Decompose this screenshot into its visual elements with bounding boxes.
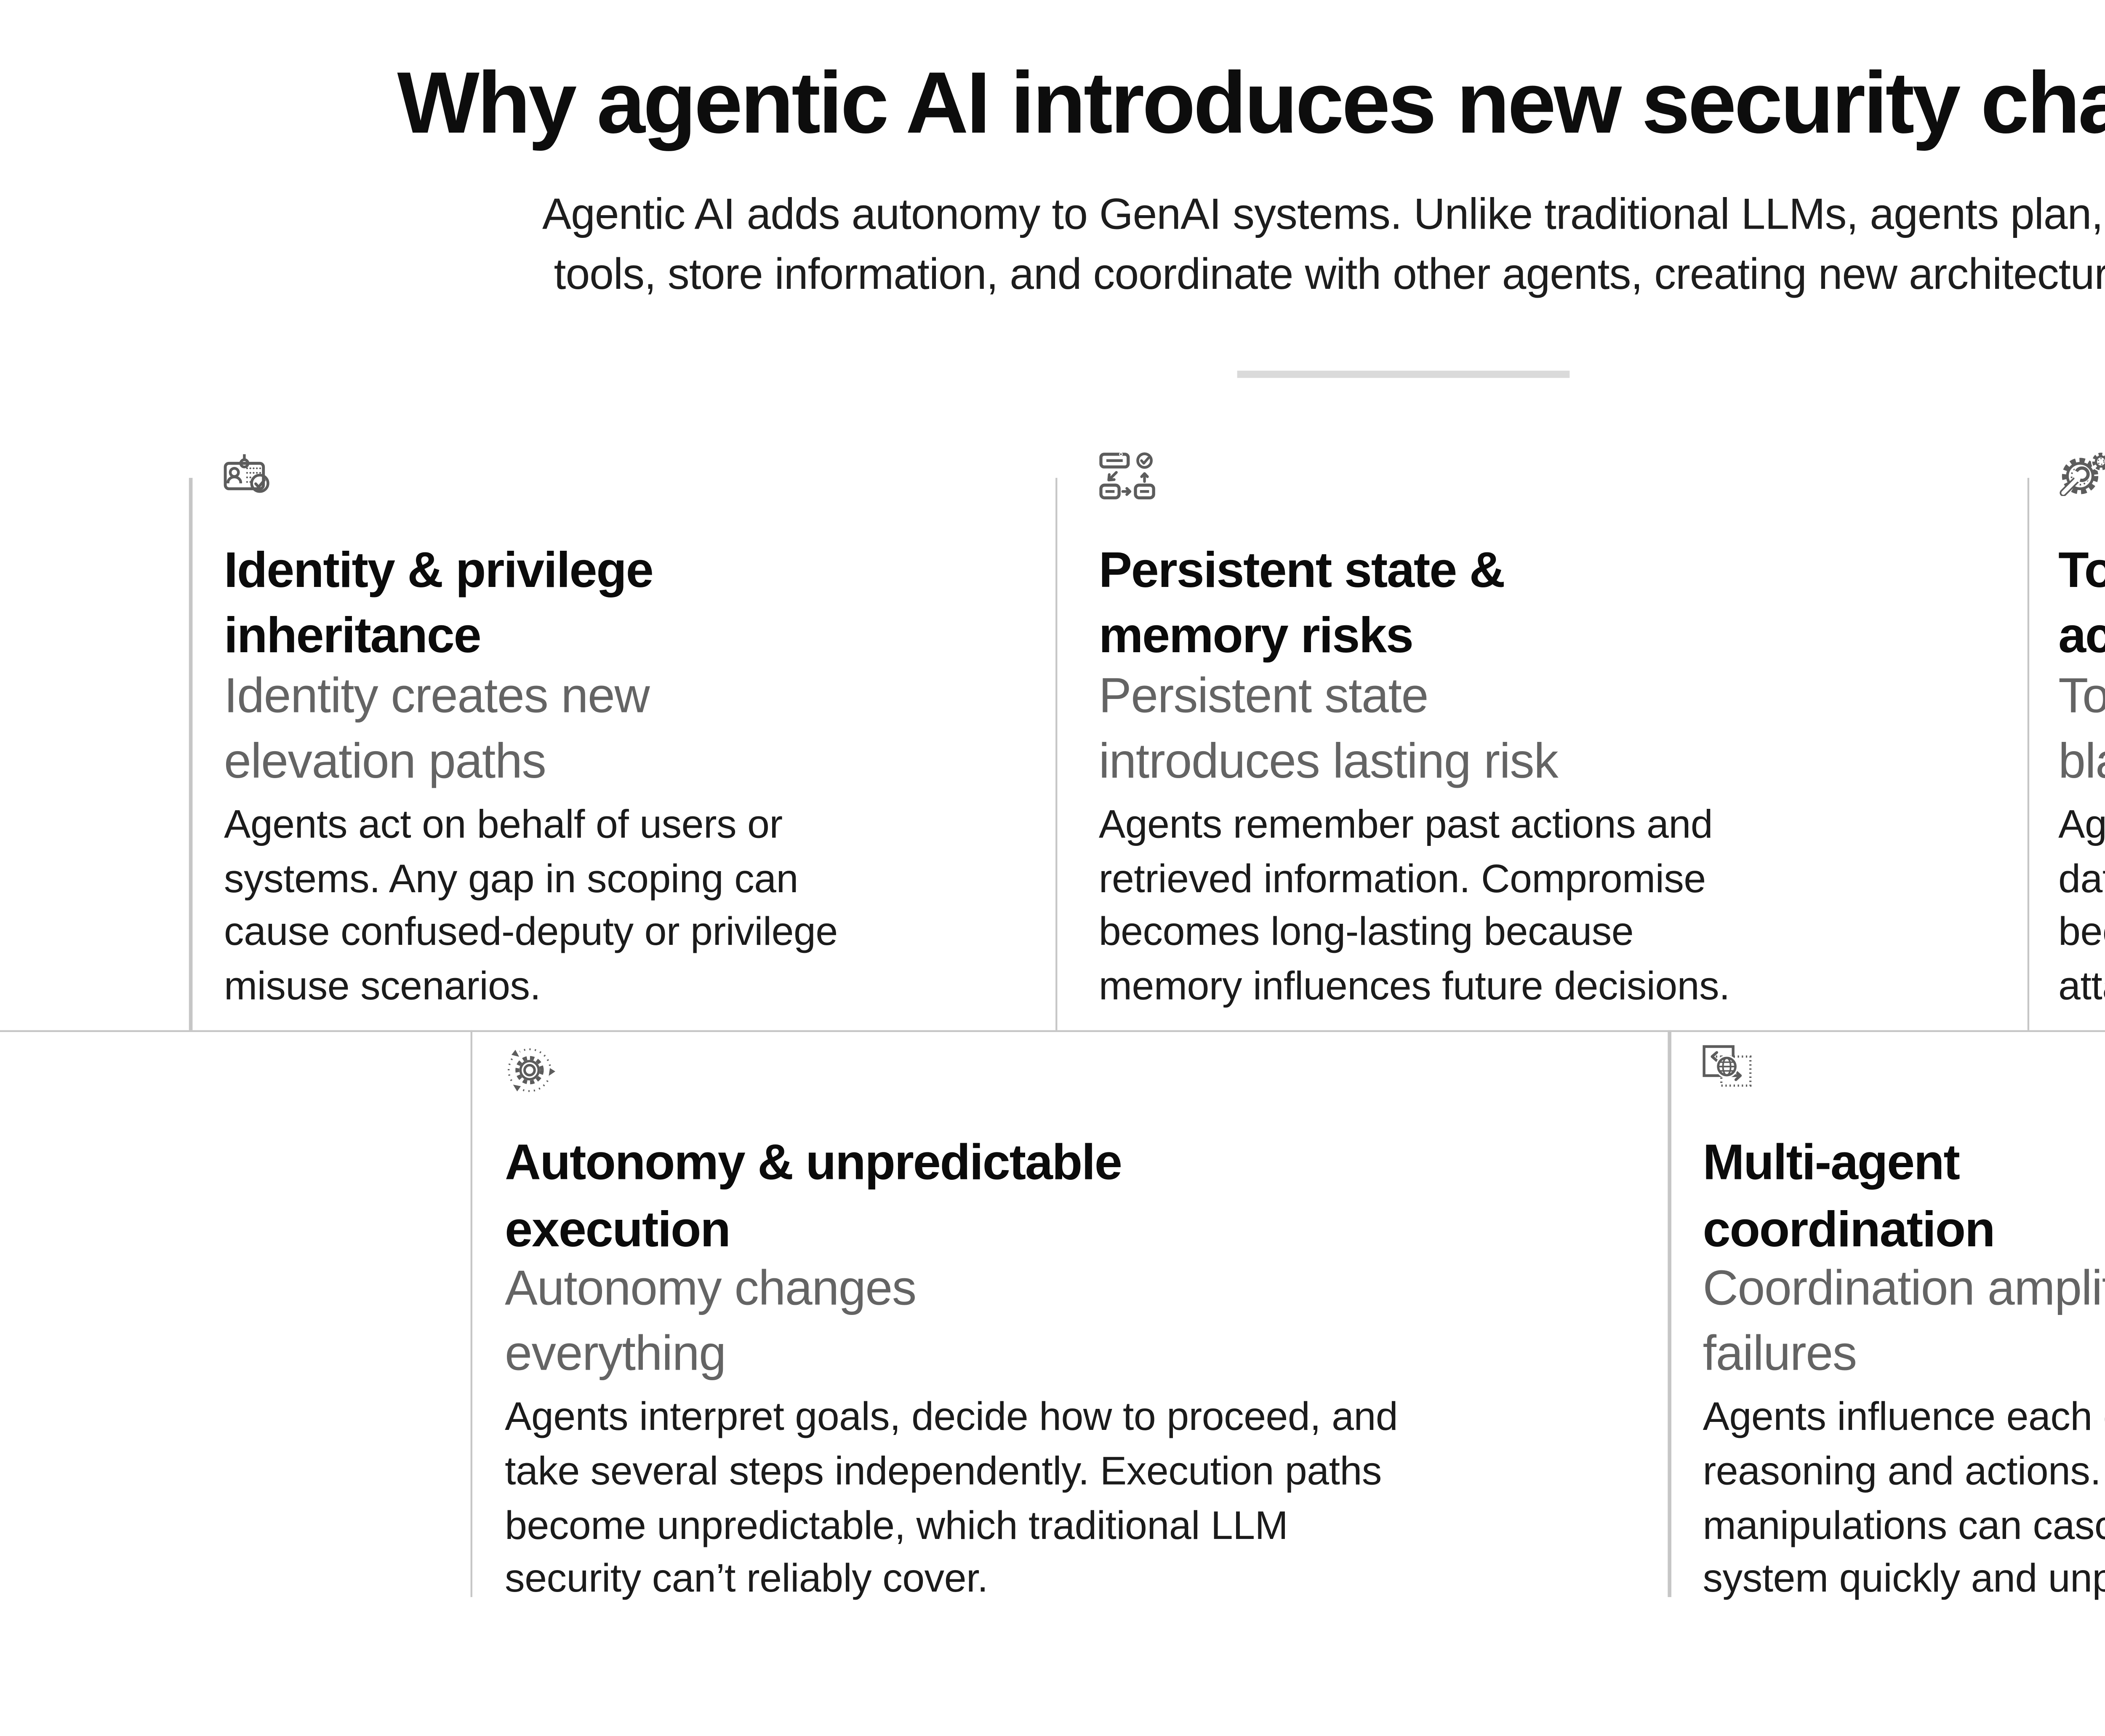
id-badge-check-icon xyxy=(224,454,270,493)
card-title: Tool use & external actions xyxy=(2058,541,2105,664)
header-divider xyxy=(1237,371,1570,378)
card-tool-use: Tool use & external actions Tool use exp… xyxy=(2058,452,2105,1016)
card-subtitle: Persistent state introduces lasting risk xyxy=(1098,668,1559,789)
row-separator-line xyxy=(0,1030,2105,1033)
card-persistent-state: Persistent state & memory risks Persiste… xyxy=(1099,452,1862,1016)
card-subtitle: Coordination amplifies failures xyxy=(1703,1261,2105,1381)
card-body: Agents act on behalf of users or systems… xyxy=(224,801,838,1008)
card-body: Agents remember past actions and retriev… xyxy=(1098,801,1730,1008)
card-title: Autonomy & unpredictable execution xyxy=(505,1134,1122,1257)
multi-agent-globe-icon xyxy=(1703,1045,1752,1087)
card-title: Multi-agent coordination xyxy=(1703,1134,1996,1257)
column-line-3 xyxy=(2027,477,2030,1031)
card-title: Persistent state & memory risks xyxy=(1098,541,1505,664)
card-autonomy: Autonomy & unpredictable execution Auton… xyxy=(505,1045,1522,1608)
card-identity-privilege: Identity & privilege inheritance Identit… xyxy=(224,452,987,1016)
column-line-5 xyxy=(1668,1030,1671,1597)
card-subtitle: Tool use expands the blast radius xyxy=(2058,668,2105,789)
card-subtitle: Autonomy changes everything xyxy=(505,1261,917,1381)
page-subtitle: Agentic AI adds autonomy to GenAI system… xyxy=(542,191,2105,299)
wrench-gears-icon xyxy=(2058,452,2105,496)
card-title: Identity & privilege inheritance xyxy=(224,541,654,664)
workflow-memory-icon xyxy=(1099,452,1155,499)
card-body: Agents run code, call APIs, fetch data, … xyxy=(2058,801,2105,1008)
card-body: Agents interpret goals, decide how to pr… xyxy=(505,1394,1398,1601)
card-subtitle: Identity creates new elevation paths xyxy=(224,668,650,789)
column-line-1 xyxy=(189,477,192,1031)
card-body: Agents influence each other’s reasoning … xyxy=(1703,1394,2105,1601)
column-line-2 xyxy=(1055,477,1058,1031)
column-line-4 xyxy=(470,1030,473,1597)
rotating-gear-icon xyxy=(507,1048,556,1093)
card-multi-agent: Multi-agent coordination Coordination am… xyxy=(1703,1045,2105,1608)
page-title: Why agentic AI introduces new security c… xyxy=(397,56,2105,152)
